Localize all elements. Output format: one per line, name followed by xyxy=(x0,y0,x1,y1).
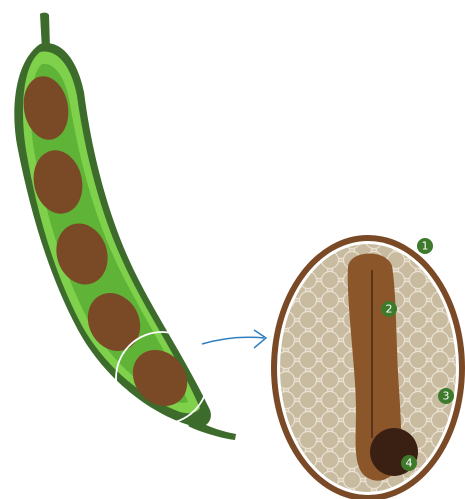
curved-arrow-icon xyxy=(202,330,266,348)
svg-text:3: 3 xyxy=(443,390,450,403)
label-badge-2: 2 xyxy=(381,301,397,317)
svg-text:1: 1 xyxy=(422,240,429,253)
svg-text:4: 4 xyxy=(406,457,413,470)
seed-cross-section xyxy=(271,235,465,499)
label-badge-1: 1 xyxy=(417,238,433,254)
bean-pod xyxy=(14,13,236,440)
label-badge-4: 4 xyxy=(401,455,417,471)
svg-text:2: 2 xyxy=(386,303,393,316)
label-badge-3: 3 xyxy=(438,388,454,404)
